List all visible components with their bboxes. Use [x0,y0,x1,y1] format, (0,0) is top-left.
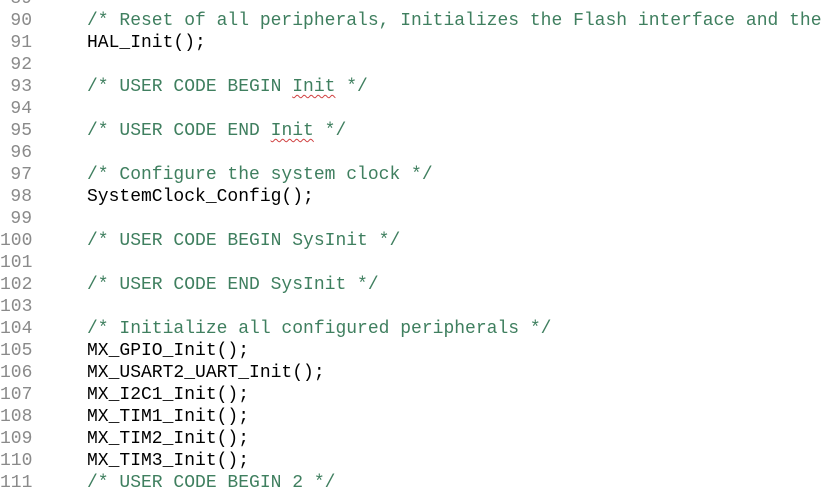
code-line[interactable]: 107 MX_I2C1_Init(); [0,384,835,406]
code-text[interactable]: SystemClock_Config(); [87,187,314,207]
line-number: 94 [10,99,32,119]
line-number: 91 [10,33,32,53]
line-number: 110 [0,451,33,471]
comment-suffix: */ [335,77,368,97]
code-line[interactable]: 111 /* USER CODE BEGIN 2 */ [0,472,835,494]
code-comment[interactable]: /* Initialize all configured peripherals… [87,319,552,339]
line-number: 92 [10,55,32,75]
line-number: 99 [10,209,32,229]
code-line[interactable]: 106 MX_USART2_UART_Init(); [0,362,835,384]
code-line[interactable]: 103 [0,296,835,318]
line-number: 98 [10,187,32,207]
code-line[interactable]: 96 [0,142,835,164]
line-number: 97 [10,165,32,185]
code-line[interactable]: 110 MX_TIM3_Init(); [0,450,835,472]
line-number: 93 [10,77,32,97]
code-line[interactable]: 97 /* Configure the system clock */ [0,164,835,186]
line-number: 101 [0,253,33,273]
code-line[interactable]: 109 MX_TIM2_Init(); [0,428,835,450]
code-line[interactable]: 100 /* USER CODE BEGIN SysInit */ [0,230,835,252]
line-number: 109 [0,429,33,449]
line-number: 106 [0,363,33,383]
code-comment[interactable]: /* Configure the system clock */ [87,165,433,185]
code-comment[interactable]: /* USER CODE BEGIN Init */ [87,76,368,98]
line-number: 111 [0,473,33,493]
code-text[interactable]: MX_TIM3_Init(); [87,451,250,471]
code-text[interactable]: MX_TIM2_Init(); [87,429,250,449]
line-number: 108 [0,407,33,427]
code-text[interactable]: MX_USART2_UART_Init(); [87,363,325,383]
comment-prefix: /* USER CODE BEGIN [87,77,293,97]
code-comment[interactable]: /* Reset of all peripherals, Initializes… [87,11,822,31]
code-line[interactable]: 91 HAL_Init(); [0,32,835,54]
comment-suffix: */ [313,121,347,141]
code-line[interactable]: 108 MX_TIM1_Init(); [0,406,835,428]
spellcheck-word[interactable]: Init [292,77,336,97]
code-line[interactable]: 93 /* USER CODE BEGIN Init */ [0,76,835,98]
code-comment[interactable]: /* USER CODE BEGIN SysInit */ [87,231,401,251]
code-line[interactable]: 101 [0,252,835,274]
code-text[interactable]: MX_TIM1_Init(); [87,407,250,427]
code-line[interactable]: 102 /* USER CODE END SysInit */ [0,274,835,296]
line-number: 105 [0,341,33,361]
spellcheck-word[interactable]: Init [270,121,314,141]
line-number: 102 [0,275,33,295]
code-line[interactable]: 98 SystemClock_Config(); [0,186,835,208]
code-line[interactable]: 99 [0,208,835,230]
line-number: 104 [0,319,33,339]
line-number: 96 [10,143,32,163]
code-line[interactable]: 89 [0,0,835,10]
code-comment[interactable]: /* USER CODE BEGIN 2 */ [87,473,336,493]
line-number: 89 [0,0,32,10]
line-number: 90 [10,11,32,31]
comment-prefix: /* USER CODE END [87,121,271,141]
code-comment[interactable]: /* USER CODE END SysInit */ [87,275,379,295]
line-number: 107 [0,385,33,405]
code-line[interactable]: 104 /* Initialize all configured peripher… [0,318,835,340]
code-text[interactable]: MX_GPIO_Init(); [87,341,250,361]
code-line[interactable]: 94 [0,98,835,120]
code-text[interactable]: MX_I2C1_Init(); [87,385,250,405]
code-line[interactable]: 92 [0,54,835,76]
code-line[interactable]: 95 /* USER CODE END Init */ [0,120,835,142]
line-number: 95 [10,121,32,141]
code-line[interactable]: 90 /* Reset of all peripherals, Initializ… [0,10,835,32]
code-line[interactable]: 105 MX_GPIO_Init(); [0,340,835,362]
line-number: 100 [0,231,33,251]
code-comment[interactable]: /* USER CODE END Init */ [87,120,346,142]
code-text[interactable]: HAL_Init(); [87,33,206,53]
line-number: 103 [0,297,33,317]
